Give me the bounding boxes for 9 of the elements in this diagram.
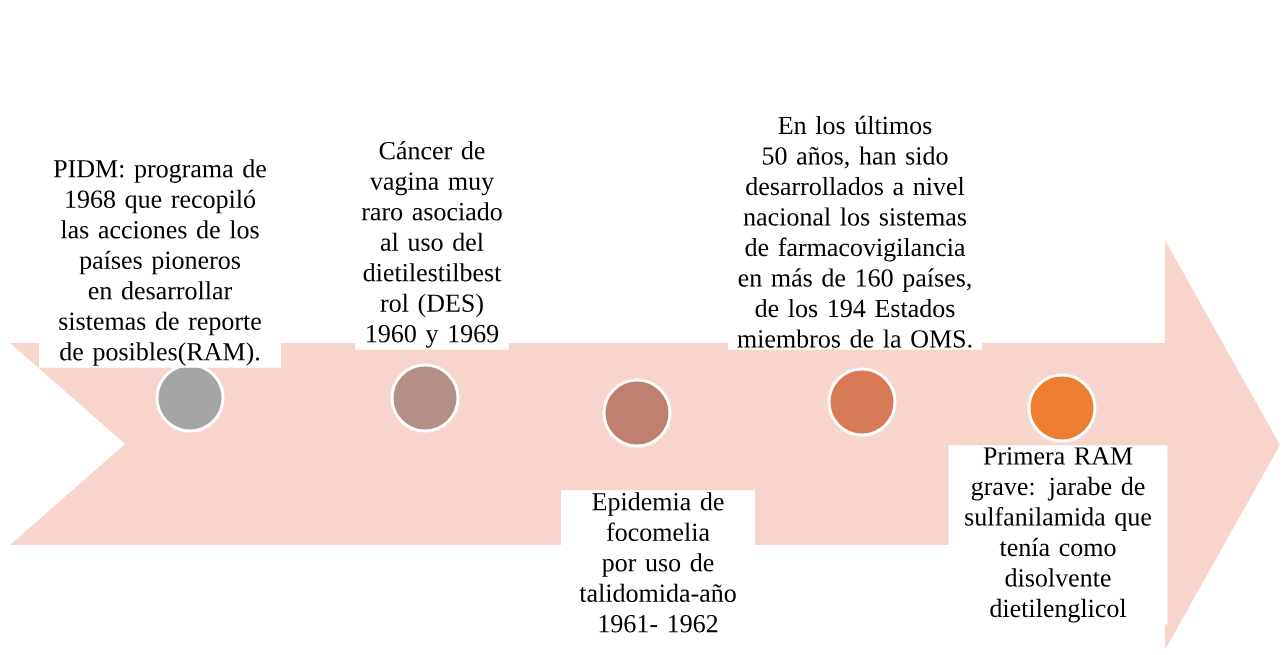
event-text: Cáncer de vagina muy raro asociado al uso del dietilestilbest rol (DES) 1960 y 1969 — [355, 139, 509, 350]
timeline-dot — [602, 378, 672, 448]
event-text: Epidemia de focomelia por uso de talidomida-año 1961- 1962 — [561, 490, 755, 635]
event-text: En los últimos 50 años, han sido desarrollados a nivel nacional los sistemas de farmacovigilancia en más de 160 países, de los 194 Estados miembros de la OMS. — [728, 113, 982, 350]
timeline-dot — [827, 367, 897, 437]
timeline-dot — [390, 363, 460, 433]
event-text: Primera RAM grave: jarabe de sulfanilamida que tenía como disolvente dietilenglicol — [948, 445, 1168, 625]
event-text: PIDM: programa de 1968 que recopiló las acciones de los países pioneros en desarrollar sistemas de reporte de posibles(RAM). — [39, 157, 281, 368]
timeline-dot — [1027, 373, 1097, 443]
